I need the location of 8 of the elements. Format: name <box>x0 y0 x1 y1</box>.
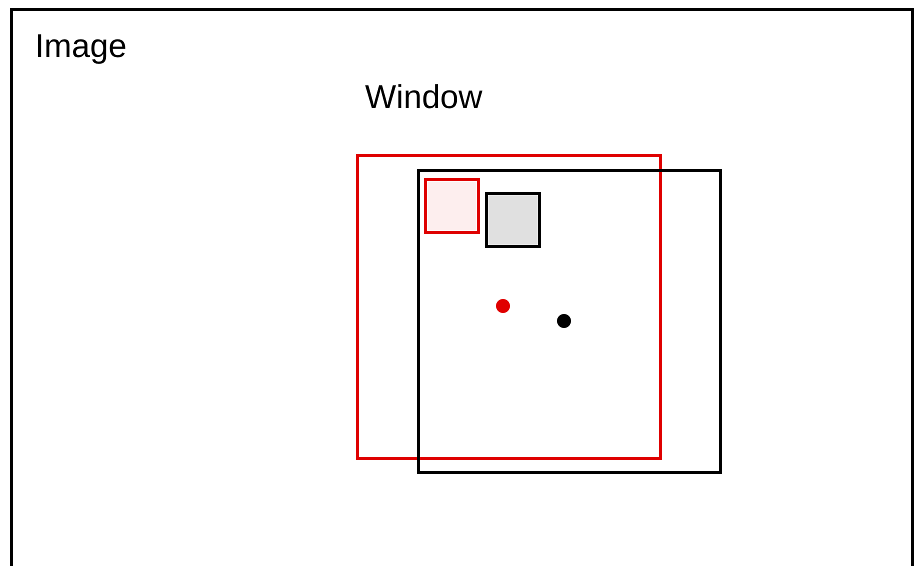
center-dot <box>557 314 571 328</box>
window-caption: Window <box>365 78 482 116</box>
center-dot <box>496 299 510 313</box>
window-outline <box>356 154 662 460</box>
patch-square <box>485 192 541 248</box>
window-outline <box>417 169 722 474</box>
patch-square <box>424 178 480 234</box>
frame-title: Image <box>35 27 127 65</box>
